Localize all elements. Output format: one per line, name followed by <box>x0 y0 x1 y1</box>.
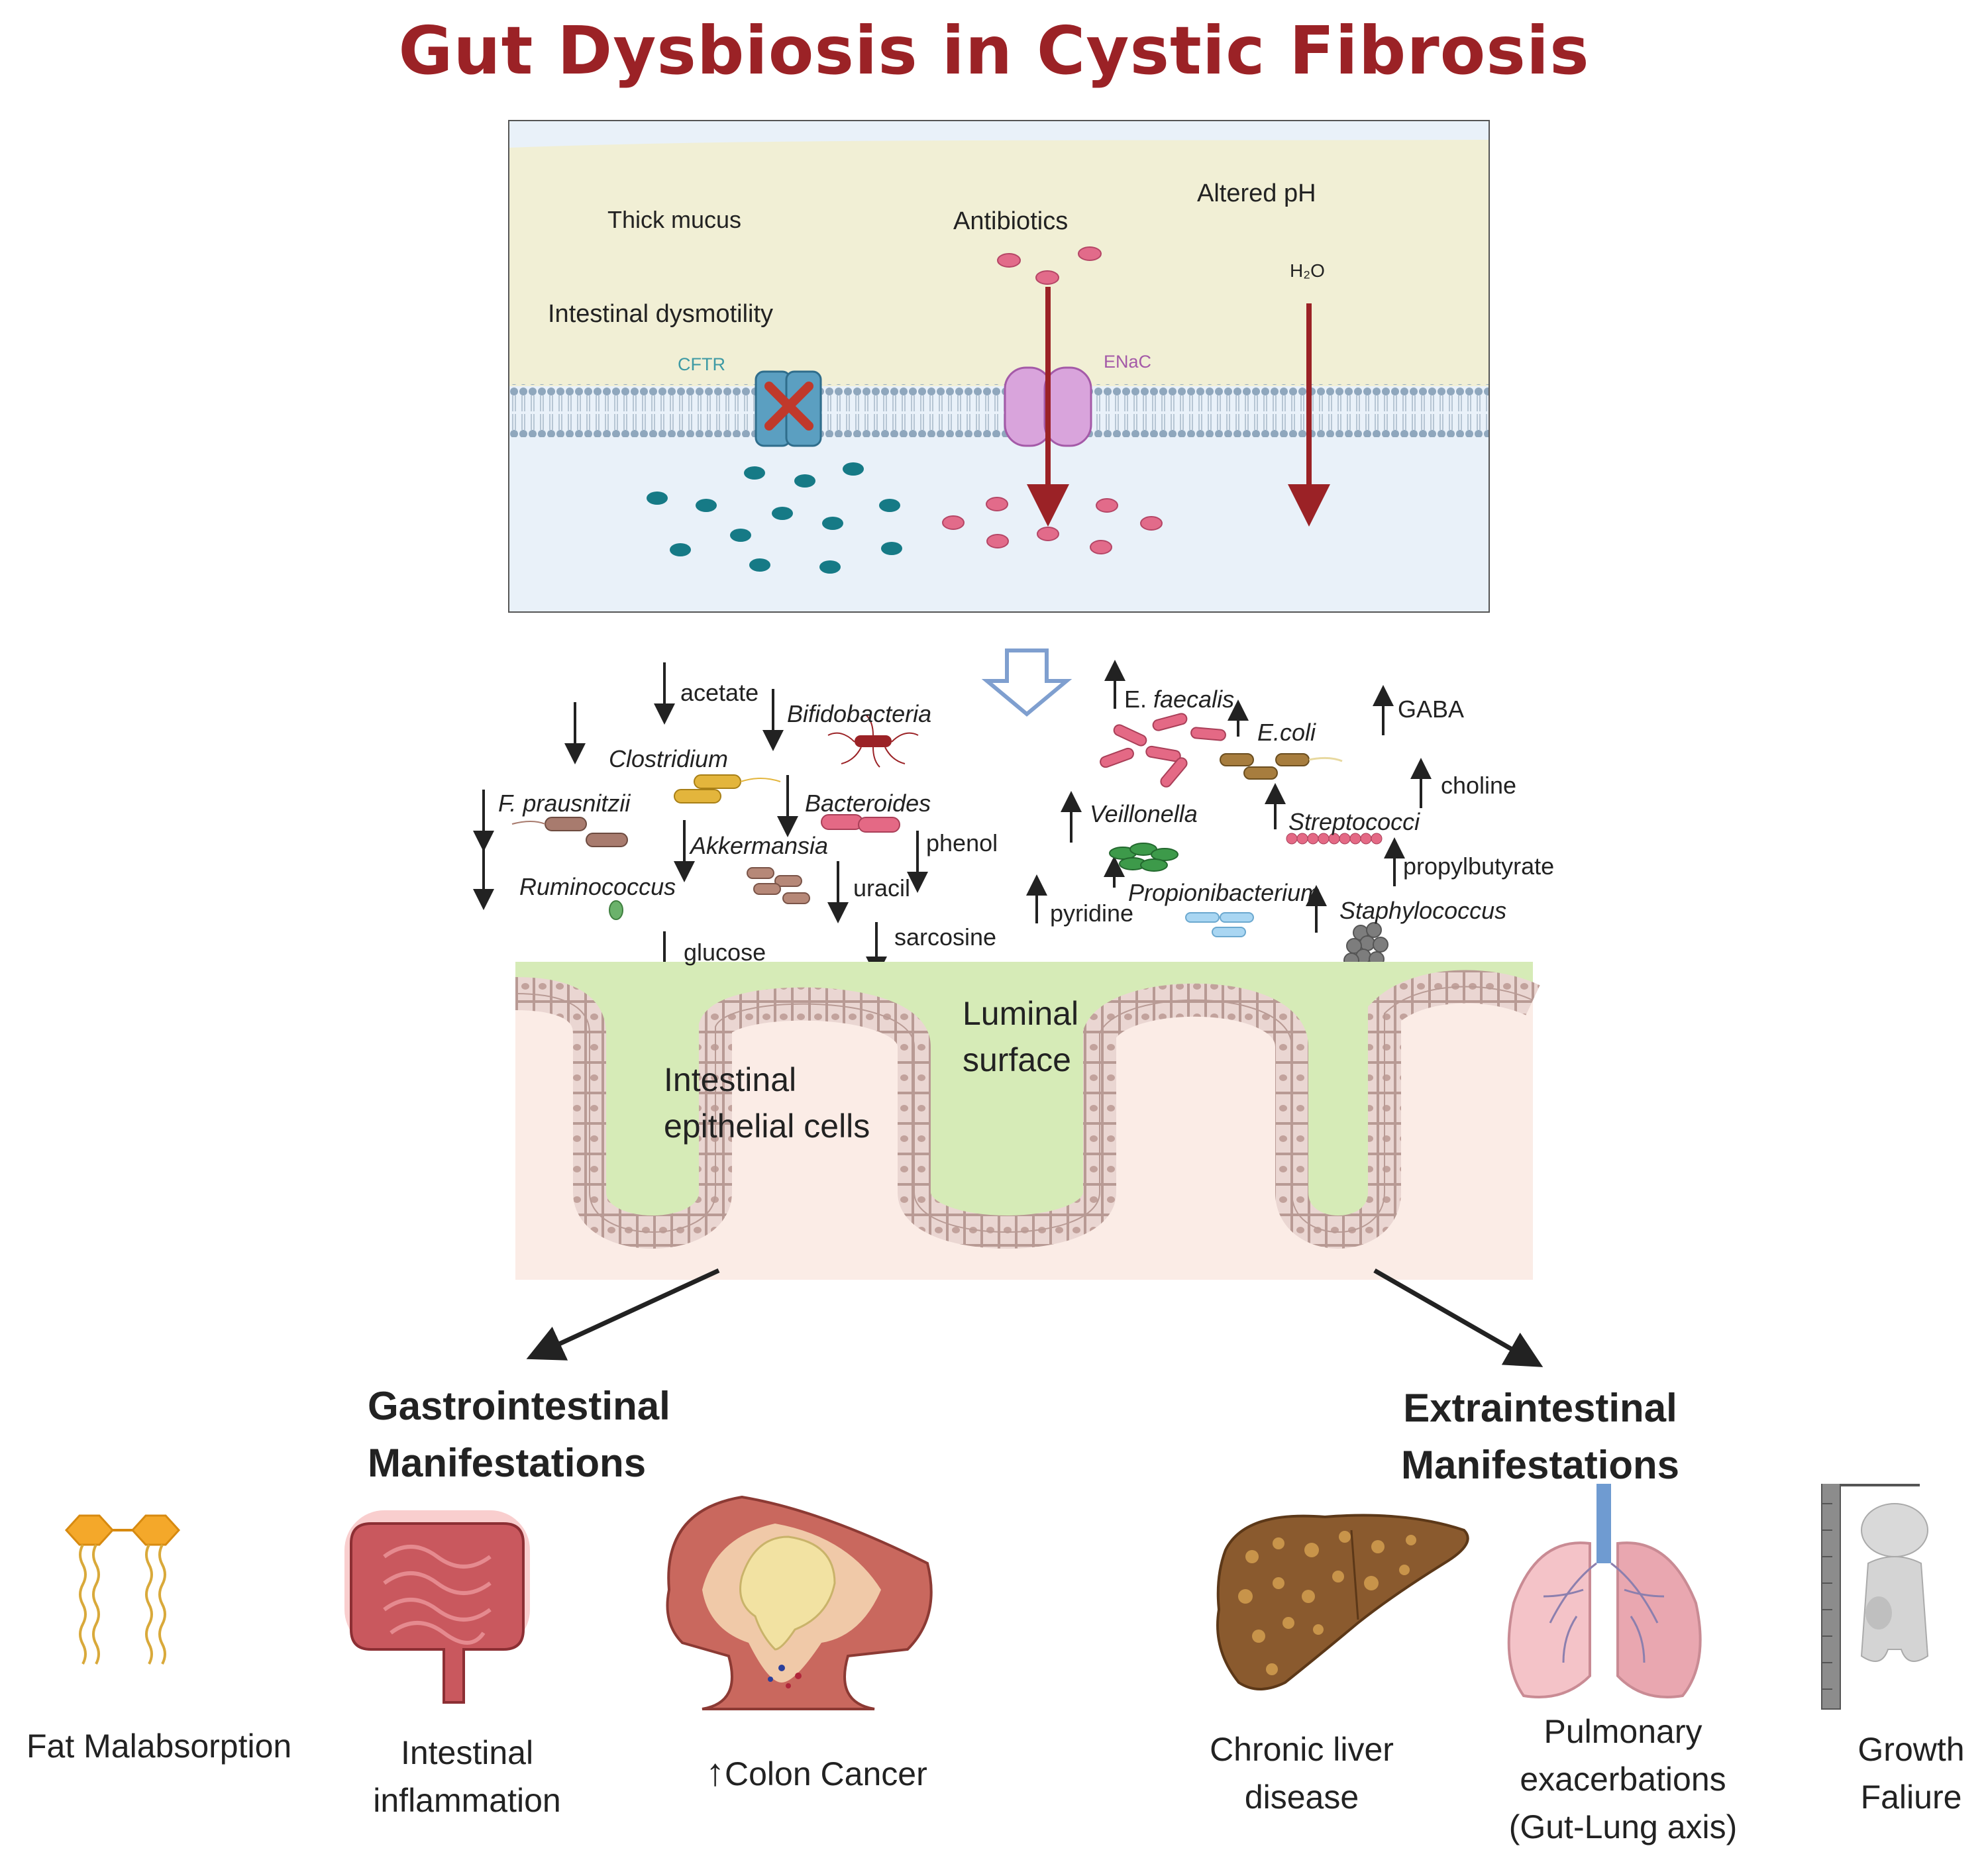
e-coli-label: E.coli <box>1257 719 1316 746</box>
colon-cancer-label: ↑Colon Cancer <box>706 1751 927 1794</box>
increase-arrows <box>1026 660 1432 933</box>
page-title: Gut Dysbiosis in Cystic Fibrosis <box>398 12 1590 89</box>
h2o-label: H₂O <box>1290 260 1325 281</box>
phenol-label: phenol <box>926 829 998 856</box>
up-arrow-icon: ↑ <box>706 1751 725 1794</box>
intestinal-villi <box>515 962 1540 1280</box>
fat-malabsorption-label: Fat Malabsorption <box>26 1728 292 1765</box>
streptococci-label: Streptococci <box>1288 808 1420 835</box>
lipid-bilayer <box>509 384 1489 437</box>
bacteroides-icon <box>821 814 900 833</box>
propionibacterium-label: Propionibacterium <box>1128 879 1321 906</box>
clostridium-icon <box>674 774 781 803</box>
acetate-label: acetate <box>680 679 759 706</box>
choline-label: choline <box>1441 772 1517 799</box>
enac-label: ENaC <box>1104 352 1152 372</box>
liver-icon <box>1216 1514 1469 1690</box>
pyridine-label: pyridine <box>1050 900 1134 927</box>
veillonella-label: Veillonella <box>1090 800 1198 827</box>
staphylococcus-label: Staphylococcus <box>1339 897 1507 924</box>
microbiome-graphics <box>473 648 1543 1367</box>
sarcosine-label: sarcosine <box>894 923 997 951</box>
cell-membrane-panel: Thick mucus Antibiotics Altered pH H₂O I… <box>508 120 1490 613</box>
antibiotics-label: Antibiotics <box>953 207 1069 235</box>
ruminococcus-label: Ruminococcus <box>519 873 676 900</box>
hollow-down-arrow <box>981 648 1072 717</box>
dysmotility-label: Intestinal dysmotility <box>548 300 774 328</box>
bacteroides-label: Bacteroides <box>805 790 931 817</box>
colon-cancer-icon <box>666 1495 933 1710</box>
propylbutyrate-label: propylbutyrate <box>1403 853 1555 880</box>
uracil-label: uracil <box>853 874 911 902</box>
cytoplasm <box>509 433 1489 611</box>
gaba-label: GABA <box>1398 696 1465 723</box>
akkermansia-label: Akkermansia <box>690 832 829 859</box>
ruminococcus-icon <box>609 900 623 920</box>
arrow-to-extra <box>1373 1268 1543 1367</box>
cftr-channel <box>755 370 822 447</box>
prausnitzii-label: F. prausnitzii <box>498 790 631 817</box>
e-coli-icon <box>1220 753 1343 780</box>
cftr-label: CFTR <box>678 354 725 374</box>
height-measure-icon <box>1821 1484 1929 1710</box>
glucose-label: glucose <box>684 939 766 966</box>
altered-ph-label: Altered pH <box>1197 180 1316 207</box>
decrease-arrows <box>473 662 928 994</box>
manifestation-icons <box>64 1484 1929 1710</box>
enac-channel <box>1004 366 1092 447</box>
akkermansia-icon <box>747 867 810 904</box>
clostridium-label: Clostridium <box>609 745 729 772</box>
e-faecalis-icon <box>1100 713 1226 788</box>
inflamed-intestine-icon <box>344 1510 530 1704</box>
e-faecalis-label: E. faecalis <box>1124 686 1235 713</box>
propionibacterium-icon <box>1185 912 1254 937</box>
prausnitzii-icon <box>511 817 628 847</box>
lungs-icon <box>1507 1484 1702 1698</box>
arrow-to-gi <box>526 1268 720 1361</box>
fat-molecule-icon <box>64 1514 181 1665</box>
thick-mucus-label: Thick mucus <box>607 206 742 233</box>
veillonella-icon <box>1109 843 1178 872</box>
streptococci-icon <box>1286 833 1383 845</box>
bifidobacteria-icon <box>827 715 919 768</box>
bifidobacteria-label: Bifidobacteria <box>787 700 932 727</box>
